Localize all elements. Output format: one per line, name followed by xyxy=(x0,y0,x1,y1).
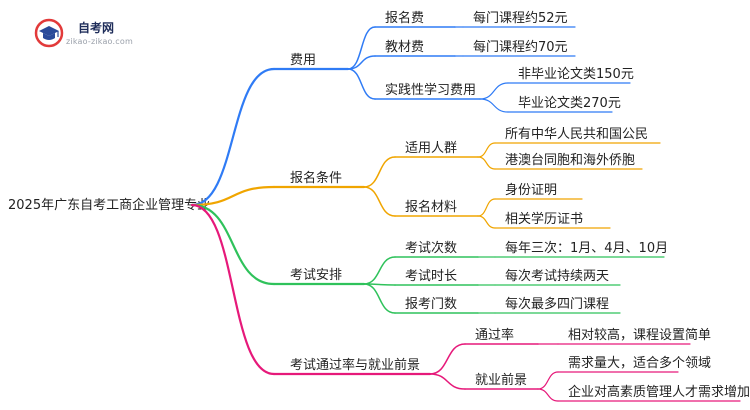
leaf-topic: 非毕业论文类150元 xyxy=(518,67,634,82)
site-logo: 自考网 zikao-zikao.com xyxy=(34,16,154,52)
subtopic: 教材费 xyxy=(385,39,424,55)
subtopic: 报考门数 xyxy=(405,297,457,312)
subtopic-connector xyxy=(347,55,376,70)
subtopic-connector xyxy=(347,26,376,70)
subtopic: 就业前景 xyxy=(475,372,527,388)
subtopic-connector xyxy=(429,343,466,375)
branch-connector xyxy=(190,185,276,207)
leaf-topic: 每年三次：1月、4月、10月 xyxy=(505,240,668,256)
subtopic: 报名费 xyxy=(385,10,424,26)
subtopic-connector xyxy=(347,68,376,100)
branch-topic: 报名条件 xyxy=(290,170,342,186)
subtopic: 考试时长 xyxy=(405,269,457,284)
branch-connector xyxy=(190,203,276,286)
subtopic-connector xyxy=(363,186,396,217)
leaf-connector xyxy=(537,371,559,390)
branch-topic: 考试安排 xyxy=(290,268,342,283)
logo-title: 自考网 xyxy=(78,21,115,35)
leaf-topic: 每门课程约52元 xyxy=(473,10,568,26)
leaf-topic: 企业对高素质管理人才需求增加 xyxy=(568,384,750,400)
leaf-connector xyxy=(479,98,509,113)
branch-connector xyxy=(190,67,276,207)
branch-connector xyxy=(190,203,276,376)
subtopic: 通过率 xyxy=(475,327,514,343)
branch-topic: 考试通过率与就业前景 xyxy=(290,357,420,373)
leaf-topic: 港澳台同胞和海外侨胞 xyxy=(505,152,635,168)
subtopic-connector xyxy=(363,256,396,285)
leaf-connector xyxy=(477,142,496,158)
subtopic-connector xyxy=(363,156,396,188)
leaf-topic: 毕业论文类270元 xyxy=(518,96,621,111)
subtopic: 适用人群 xyxy=(405,141,457,156)
subtopic: 考试次数 xyxy=(405,240,457,256)
subtopic-connector xyxy=(429,373,466,390)
leaf-topic: 身份证明 xyxy=(505,182,557,198)
leaf-connector xyxy=(479,82,509,100)
leaf-topic: 每门课程约70元 xyxy=(473,39,568,55)
leaf-topic: 需求量大，适合多个领域 xyxy=(568,355,711,371)
logo-url: zikao-zikao.com xyxy=(66,37,133,46)
subtopic: 实践性学习费用 xyxy=(385,82,476,98)
graduation-cap-icon xyxy=(34,18,64,48)
leaf-topic: 每次考试持续两天 xyxy=(505,268,609,284)
root-topic: 2025年广东自考工商企业管理专业 xyxy=(8,197,210,213)
subtopic-connector xyxy=(363,283,396,314)
leaf-connector xyxy=(477,198,496,217)
leaf-topic: 相关学历证书 xyxy=(505,211,583,227)
branch-topic: 费用 xyxy=(290,53,316,68)
leaf-topic: 所有中华人民共和国公民 xyxy=(505,127,648,142)
leaf-topic: 每次最多四门课程 xyxy=(505,296,609,312)
leaf-connector xyxy=(477,156,496,170)
leaf-connector xyxy=(477,215,496,229)
subtopic: 报名材料 xyxy=(405,199,457,215)
leaf-connector xyxy=(537,388,559,402)
leaf-topic: 相对较高，课程设置简单 xyxy=(568,327,711,343)
